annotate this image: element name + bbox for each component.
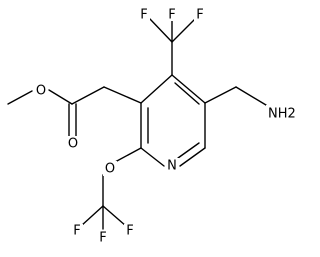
bond-ring-c4-c5-double — [174, 82, 200, 105]
atom-f-bottom-mid: F — [99, 231, 106, 246]
atom-f-bottom-right: F — [126, 224, 133, 239]
bond-carbonyl-ester-o — [48, 89, 73, 105]
bond-ring-c6-n-double — [177, 142, 200, 159]
bond-cf3-f-right — [171, 18, 196, 43]
bond-ring-c6-n — [179, 147, 206, 167]
bond-c2-o — [114, 147, 142, 163]
atom-o-carbonyl: O — [68, 137, 78, 152]
bond-ch2-carbonyl — [71, 86, 105, 105]
atom-n-ring: N — [167, 159, 177, 174]
bond-cf3-f-left — [149, 18, 173, 43]
atom-labels: F F F O O NH2 N O F F F — [34, 7, 298, 246]
atom-f-top-mid: F — [168, 8, 175, 23]
bond-ring-c4-c5 — [171, 74, 206, 104]
bond-ocf3-f-right — [102, 205, 127, 227]
atom-nh2: NH2 — [268, 107, 296, 122]
molecule-structure: F F F O O NH2 N O F F F — [7, 7, 298, 246]
bond-ch2-n — [235, 86, 267, 106]
bond-ring-c3-c4 — [140, 74, 173, 104]
bond-lines — [7, 18, 267, 230]
bond-c5-ch2 — [204, 86, 237, 104]
atom-o-methoxy: O — [36, 84, 46, 99]
atom-f-top-right: F — [196, 8, 203, 23]
bond-c3-ch2 — [103, 86, 142, 104]
bond-ester-o-methyl — [7, 90, 33, 105]
atom-o-ether: O — [105, 162, 115, 177]
atom-f-bottom-left: F — [73, 224, 80, 239]
bond-ocf3-f-left — [80, 205, 104, 227]
atom-f-top-left: F — [140, 8, 147, 23]
bond-ring-n-c2 — [140, 147, 165, 167]
